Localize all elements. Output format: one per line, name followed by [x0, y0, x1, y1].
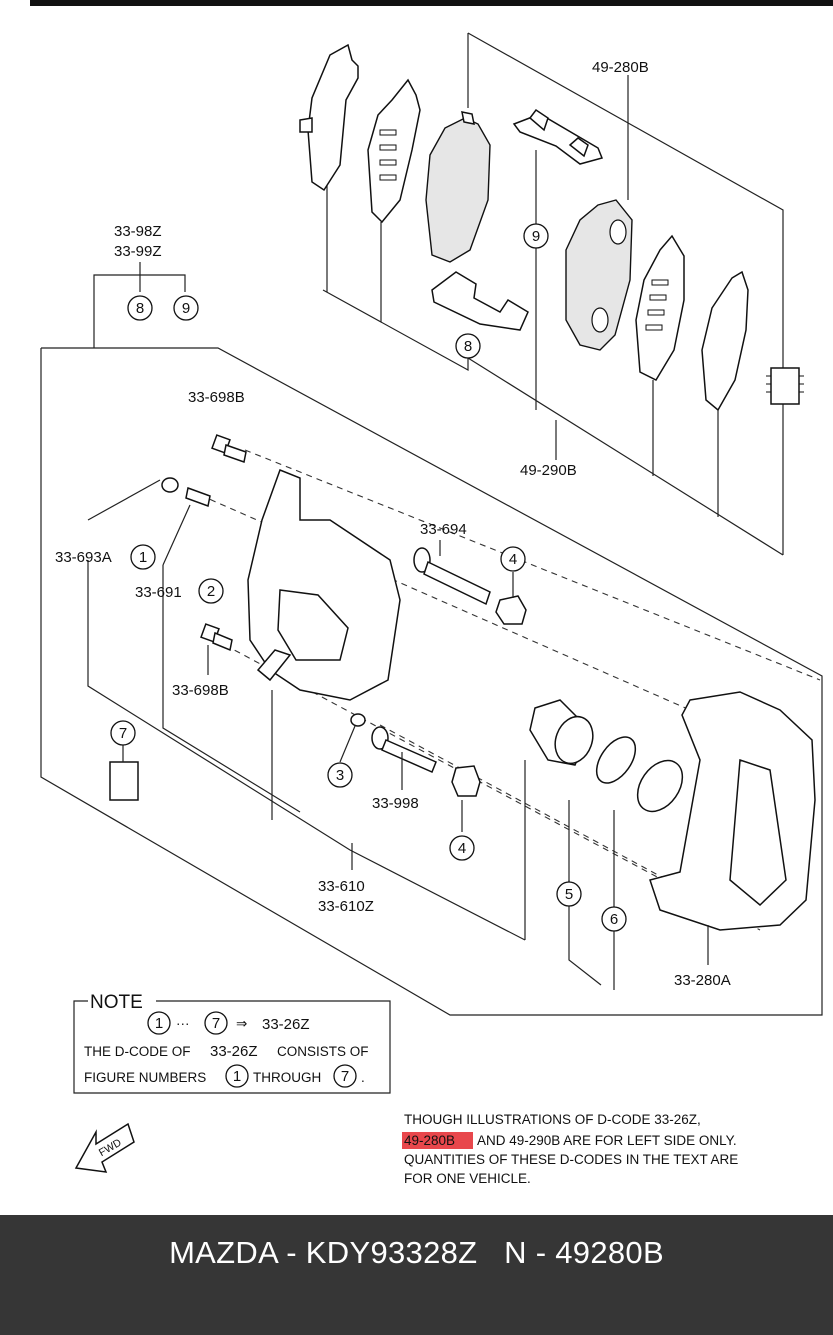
disclaimer-highlight: 49-280B: [404, 1133, 455, 1148]
label-49-280b: 49-280B: [592, 59, 649, 76]
svg-text:2: 2: [207, 583, 215, 600]
svg-text:8: 8: [136, 300, 144, 317]
callout-6: 6: [601, 906, 627, 932]
svg-text:9: 9: [532, 228, 540, 245]
label-33-610: 33-610: [318, 878, 365, 895]
svg-text:33-26Z: 33-26Z: [210, 1043, 258, 1060]
label-33-98z: 33-98Z: [114, 223, 162, 240]
callout-8-kit: 8: [455, 333, 481, 359]
brake-caliper-exploded-view: 49-280B 49-290B 33-98Z 33-99Z 33-698B 33…: [30, 0, 833, 1186]
boot-lower: [451, 765, 481, 797]
note-title: NOTE: [90, 992, 143, 1013]
label-33-998: 33-998: [372, 795, 419, 812]
top-border: [30, 0, 833, 6]
svg-text:33-26Z: 33-26Z: [262, 1016, 310, 1033]
dust-boot: [636, 759, 684, 813]
svg-text:8: 8: [464, 338, 472, 355]
caliper-body: [247, 469, 401, 701]
label-49-290b: 49-290B: [520, 462, 577, 479]
label-33-280a: 33-280A: [674, 972, 731, 989]
label-33-610z: 33-610Z: [318, 898, 374, 915]
caliper-kit-outline: [40, 262, 823, 1016]
note-box: NOTE 1 ··· 7 ⇒ 33-26Z THE D-CODE OF 33-2…: [73, 992, 391, 1094]
callout-8-top: 8: [127, 295, 153, 321]
bolt-upper: [211, 434, 247, 463]
svg-text:.: .: [361, 1070, 365, 1085]
disclaimer: THOUGH ILLUSTRATIONS OF D-CODE 33-26Z, 4…: [402, 1112, 738, 1186]
brake-pad-outer: [425, 111, 491, 263]
dust-cap-part: [161, 477, 179, 493]
piston-seal: [595, 736, 637, 784]
callout-3: 3: [327, 762, 353, 788]
svg-text:THROUGH: THROUGH: [253, 1070, 321, 1085]
svg-text:CONSISTS OF: CONSISTS OF: [277, 1044, 369, 1059]
leader-lines: [87, 479, 709, 990]
bleeder-part: [185, 486, 211, 508]
svg-text:5: 5: [565, 886, 573, 903]
shim-inner-left: [367, 78, 421, 224]
caption-bar: MAZDA - KDY93328Z N - 49280B: [0, 1215, 833, 1335]
svg-text:7: 7: [119, 725, 127, 742]
caption-text: MAZDA - KDY93328Z N - 49280B: [169, 1235, 664, 1270]
callout-4-upper: 4: [500, 546, 526, 572]
callout-7: 7: [110, 720, 136, 746]
guide-pin-lower: [371, 726, 437, 773]
callout-2: 2: [198, 578, 224, 604]
parts-diagram: 49-280B 49-290B 33-98Z 33-99Z 33-698B 33…: [30, 0, 833, 1186]
disclaimer-line-4: FOR ONE VEHICLE.: [404, 1171, 531, 1186]
svg-text:···: ···: [176, 1016, 190, 1031]
svg-text:1: 1: [139, 549, 147, 566]
svg-text:7: 7: [212, 1015, 220, 1032]
label-33-99z: 33-99Z: [114, 243, 162, 260]
highlight-mark: [402, 1132, 473, 1149]
svg-text:1: 1: [155, 1015, 163, 1032]
disclaimer-line-1: THOUGH ILLUSTRATIONS OF D-CODE 33-26Z,: [404, 1112, 701, 1127]
brake-pad-inner: [565, 199, 633, 351]
washer-part: [350, 713, 366, 727]
bolt-lower: [200, 623, 233, 652]
callout-4-lower: 4: [449, 835, 475, 861]
wear-indicator-chip: [766, 367, 804, 405]
shim-inner-right: [635, 234, 685, 381]
boot-upper: [495, 595, 527, 625]
svg-text:FIGURE NUMBERS: FIGURE NUMBERS: [84, 1070, 206, 1085]
pad-kit-outline: [322, 32, 784, 556]
piston-part: [529, 699, 594, 766]
guide-pin-upper: [413, 547, 491, 606]
label-33-694: 33-694: [420, 521, 467, 538]
svg-text:9: 9: [182, 300, 190, 317]
label-33-698b-upper: 33-698B: [188, 389, 245, 406]
label-33-691: 33-691: [135, 584, 182, 601]
disclaimer-line-3: QUANTITIES OF THESE D-CODES IN THE TEXT …: [404, 1152, 738, 1167]
callout-1: 1: [130, 544, 156, 570]
svg-text:1: 1: [233, 1068, 241, 1085]
svg-text:7: 7: [341, 1068, 349, 1085]
svg-text:4: 4: [458, 840, 466, 857]
svg-text:THE D-CODE OF: THE D-CODE OF: [84, 1044, 191, 1059]
callout-9-top: 9: [173, 295, 199, 321]
disclaimer-line-2: AND 49-290B ARE FOR LEFT SIDE ONLY.: [477, 1133, 737, 1148]
shim-outer-right: [701, 270, 749, 412]
pad-clip-lower: [431, 271, 529, 331]
callout-9-kit: 9: [523, 223, 549, 249]
fwd-arrow-icon: FWD: [74, 1122, 135, 1173]
svg-text:4: 4: [509, 551, 517, 568]
pad-clip-upper: [512, 108, 604, 165]
shim-outer-left: [299, 43, 359, 192]
svg-text:⇒: ⇒: [236, 1016, 248, 1031]
caliper-bracket: [649, 691, 816, 931]
svg-text:6: 6: [610, 911, 618, 928]
svg-text:3: 3: [336, 767, 344, 784]
label-33-698b-lower: 33-698B: [172, 682, 229, 699]
wear-indicator-chip-2: [109, 761, 139, 801]
label-33-693a: 33-693A: [55, 549, 112, 566]
callout-5: 5: [556, 881, 582, 907]
